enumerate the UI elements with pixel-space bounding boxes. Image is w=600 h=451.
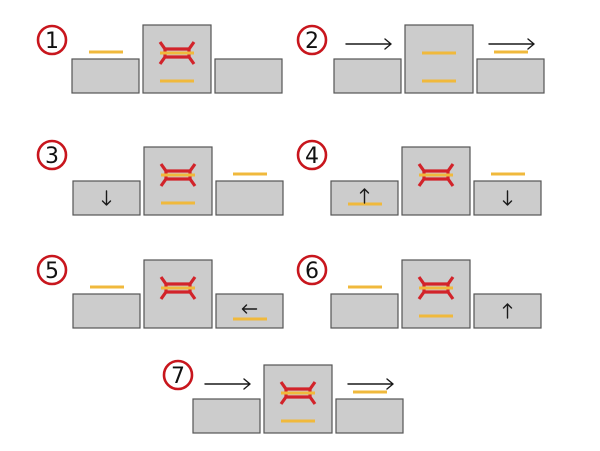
arrow-right-icon (204, 378, 251, 390)
right-station-box (215, 180, 284, 216)
step-panel-7: 7 (162, 359, 404, 434)
arrow-right-icon (488, 38, 535, 50)
center-station (401, 259, 471, 329)
right-station (476, 50, 545, 94)
left-station-box (192, 398, 261, 434)
step-panel-1: 1 (36, 24, 283, 94)
right-station (473, 293, 542, 329)
center-station (142, 24, 212, 94)
left-station (192, 398, 261, 434)
arrow-left-icon (241, 304, 258, 314)
right-station (335, 390, 404, 434)
right-station (214, 58, 283, 94)
center-station-box (404, 24, 474, 94)
center-station-box (263, 364, 333, 434)
arrow-right-icon (345, 38, 392, 50)
right-station-box (215, 293, 284, 329)
clamp-icon (159, 276, 197, 300)
right-station-box (214, 58, 283, 94)
step-number-badge: 5 (36, 254, 68, 286)
right-station (473, 172, 542, 216)
step-number: 7 (171, 364, 185, 389)
step-panel-2: 2 (296, 24, 545, 94)
right-station (215, 293, 284, 329)
left-station-box (333, 58, 402, 94)
step-number: 2 (305, 29, 319, 54)
center-station (263, 364, 333, 434)
step-number-badge: 7 (162, 359, 194, 391)
center-station-box (143, 146, 213, 216)
step-number: 5 (45, 259, 59, 284)
step-number-badge: 2 (296, 24, 328, 56)
step-panel-4: 4 (296, 139, 542, 216)
arrow-up-icon (502, 303, 513, 319)
step-number-badge: 4 (296, 139, 328, 171)
left-station (71, 50, 140, 94)
step-number: 1 (45, 29, 59, 54)
center-station-box (142, 24, 212, 94)
step-number: 3 (45, 144, 59, 169)
left-station (330, 180, 399, 216)
left-station (72, 285, 141, 329)
arrow-up-icon (359, 188, 370, 204)
center-station (143, 146, 213, 216)
step-number-badge: 1 (36, 24, 68, 56)
left-station-box (72, 293, 141, 329)
arrow-down-icon (502, 190, 513, 206)
step-panel-3: 3 (36, 139, 284, 216)
left-station-box (71, 58, 140, 94)
left-station (333, 58, 402, 94)
step-number-badge: 6 (296, 254, 328, 286)
step-number-badge: 3 (36, 139, 68, 171)
step-panel-6: 6 (296, 254, 542, 329)
center-station (404, 24, 474, 94)
left-station (72, 180, 141, 216)
right-station-box (476, 58, 545, 94)
arrow-down-icon (101, 190, 112, 206)
step-panel-5: 5 (36, 254, 284, 329)
step-number: 6 (305, 259, 319, 284)
left-station-box (330, 293, 399, 329)
step-number: 4 (305, 144, 319, 169)
left-station (330, 285, 399, 329)
center-station-box (401, 259, 471, 329)
center-station-box (401, 146, 471, 216)
center-station (143, 259, 213, 329)
center-station-box (143, 259, 213, 329)
right-station-box (335, 398, 404, 434)
arrow-right-icon (347, 378, 394, 390)
center-station (401, 146, 471, 216)
right-station (215, 172, 284, 216)
